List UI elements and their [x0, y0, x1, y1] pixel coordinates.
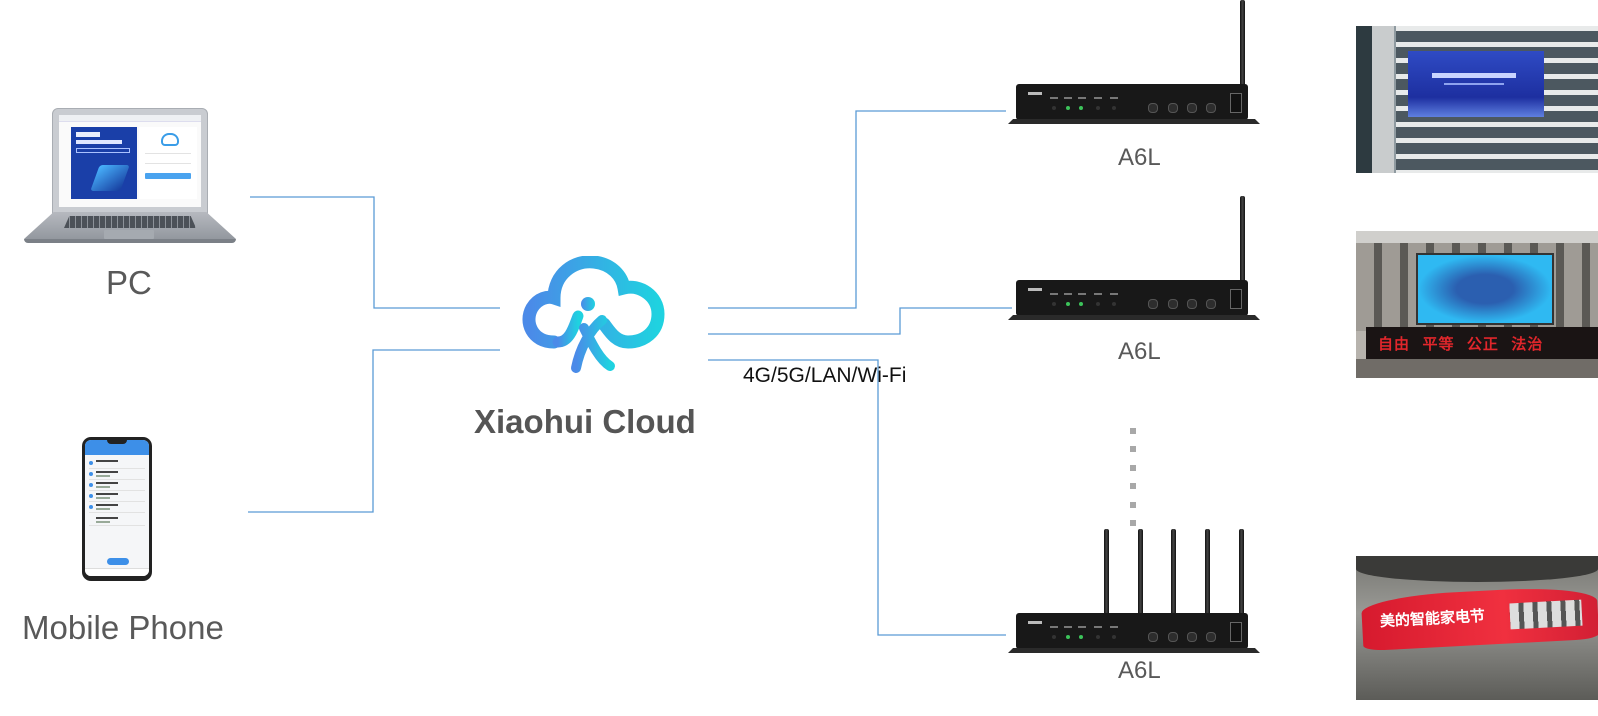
cloud-to-device3-line — [708, 359, 1006, 636]
cloud-to-device2-line — [708, 307, 1012, 335]
antenna-icon — [1205, 529, 1210, 615]
laptop-lip — [24, 239, 236, 243]
banner-title — [76, 132, 100, 137]
led-ticker: 自由 平等 公正 法治 — [1366, 327, 1598, 359]
a6l-device-3 — [1008, 525, 1260, 653]
password-field — [145, 163, 191, 164]
antenna-icon — [1239, 529, 1244, 615]
xiaohui-cloud-logo-icon — [522, 256, 665, 373]
device-3-label: A6L — [1118, 657, 1161, 684]
app-list-item — [89, 492, 145, 502]
led-display-content — [1416, 253, 1554, 325]
banner-subtitle — [76, 140, 122, 144]
app-header — [85, 440, 149, 455]
a6l-device-2 — [1008, 196, 1260, 321]
smartphone-icon — [82, 437, 152, 581]
login-panel — [139, 127, 197, 199]
cloud-to-device1-line — [708, 110, 1006, 309]
led-display-content — [1408, 51, 1544, 117]
phone-to-cloud-line — [248, 349, 500, 513]
cloud-logo-small-icon — [161, 133, 179, 146]
antenna-icon — [1240, 196, 1245, 282]
led-screen-photo-billboard: 自由 平等 公正 法治 — [1356, 231, 1598, 378]
app-list-item — [89, 503, 145, 513]
phone-notch — [107, 440, 127, 444]
antenna-icon — [1171, 529, 1176, 615]
led-screen-photo-building — [1356, 26, 1598, 173]
login-button — [145, 173, 191, 179]
banner-tagline — [76, 148, 130, 153]
laptop-icon — [24, 108, 236, 244]
ticker-text: 自由 平等 公正 法治 — [1378, 335, 1544, 353]
app-list-item — [89, 470, 145, 480]
led-screen-photo-curved: 美的智能家电节 — [1356, 556, 1598, 700]
antenna-icon — [1104, 529, 1109, 615]
banner-text: 美的智能家电节 — [1379, 606, 1486, 631]
antenna-icon — [1240, 0, 1245, 86]
pc-label: PC — [106, 264, 152, 301]
device-body — [1016, 613, 1248, 649]
pc-to-cloud-line — [250, 196, 500, 309]
login-page-banner — [71, 127, 137, 199]
led-display-content: 美的智能家电节 — [1360, 584, 1598, 652]
mobile-phone-label: Mobile Phone — [22, 609, 224, 646]
phone-screen — [85, 440, 149, 576]
laptop-keyboard — [64, 216, 196, 228]
app-tab-bar — [85, 568, 149, 576]
device-body — [1016, 280, 1248, 316]
banner-illustration — [90, 165, 130, 191]
device-2-label: A6L — [1118, 338, 1161, 365]
laptop-lid — [52, 108, 208, 214]
appliance-images — [1509, 599, 1583, 630]
cloud-label: Xiaohui Cloud — [474, 403, 696, 440]
power-switch — [1230, 622, 1242, 642]
a6l-device-1 — [1008, 0, 1260, 125]
app-list-item — [89, 481, 145, 491]
power-switch — [1230, 93, 1242, 113]
laptop-touchpad — [104, 230, 154, 239]
antenna-icon — [1138, 529, 1143, 615]
app-action-button — [107, 558, 129, 565]
app-list-item — [89, 459, 145, 469]
power-switch — [1230, 289, 1242, 309]
laptop-screen — [59, 115, 201, 207]
username-field — [145, 153, 191, 154]
device-1-label: A6L — [1118, 144, 1161, 171]
device-body — [1016, 84, 1248, 120]
browser-bar — [59, 115, 201, 122]
connection-type-label: 4G/5G/LAN/Wi-Fi — [743, 364, 907, 387]
app-list-item — [89, 516, 145, 526]
